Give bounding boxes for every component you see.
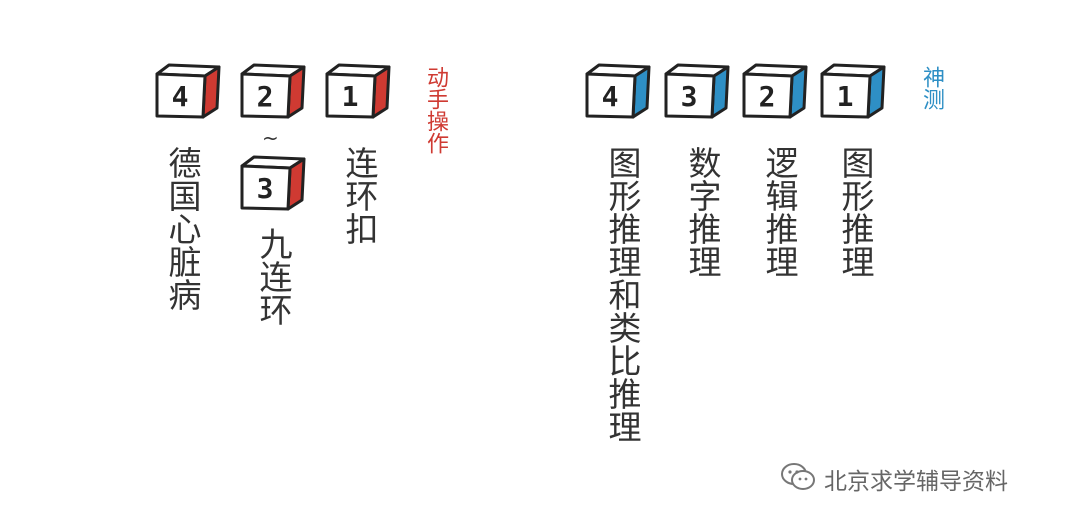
item-logic-reasoning: 逻辑推理 xyxy=(760,146,799,278)
cube-1-blue: 1 xyxy=(820,63,886,119)
label-hands-on: 动手操作 xyxy=(423,66,448,154)
cube-number: 3 xyxy=(680,79,698,113)
cube-shape xyxy=(742,63,808,119)
cube-number: 2 xyxy=(256,79,274,113)
range-tilde: ~ xyxy=(262,126,279,150)
cube-number: 1 xyxy=(341,79,359,113)
cube-3-red: 3 xyxy=(240,155,306,211)
cube-1-red: 1 xyxy=(325,63,391,119)
cube-2-red: 2 xyxy=(240,63,306,119)
cube-front-face xyxy=(240,72,292,119)
cube-shape xyxy=(240,63,306,119)
cube-2-blue: 2 xyxy=(742,63,808,119)
cube-front-face xyxy=(240,164,292,211)
item-linked-buckle: 连环扣 xyxy=(340,146,379,245)
cube-front-face xyxy=(325,72,377,119)
cube-number: 2 xyxy=(758,79,776,113)
cube-number: 3 xyxy=(256,171,274,205)
item-figure-and-analogy-reasoning: 图形推理和类比推理 xyxy=(603,146,642,443)
cube-front-face xyxy=(664,72,716,119)
cube-front-face xyxy=(820,72,872,119)
cube-4-red: 4 xyxy=(155,63,221,119)
cube-shape xyxy=(820,63,886,119)
watermark: 北京求学辅导资料 xyxy=(780,462,1008,496)
cube-shape xyxy=(585,63,651,119)
cube-shape xyxy=(325,63,391,119)
item-nine-linked-rings: 九连环 xyxy=(254,227,293,326)
cube-front-face xyxy=(155,72,207,119)
cube-number: 1 xyxy=(836,79,854,113)
cube-shape xyxy=(155,63,221,119)
item-german-heart-attack: 德国心脏病 xyxy=(163,146,202,311)
watermark-text: 北京求学辅导资料 xyxy=(824,469,1008,495)
item-figure-reasoning: 图形推理 xyxy=(836,146,875,278)
cube-shape xyxy=(240,155,306,211)
item-number-reasoning: 数字推理 xyxy=(683,146,722,278)
cube-3-blue: 3 xyxy=(664,63,730,119)
cube-front-face xyxy=(742,72,794,119)
cube-shape xyxy=(664,63,730,119)
cube-front-face xyxy=(585,72,637,119)
wechat-icon xyxy=(780,462,816,496)
cube-4-blue: 4 xyxy=(585,63,651,119)
cube-number: 4 xyxy=(171,79,189,113)
label-mind-test: 神测 xyxy=(919,66,944,110)
cube-number: 4 xyxy=(601,79,619,113)
